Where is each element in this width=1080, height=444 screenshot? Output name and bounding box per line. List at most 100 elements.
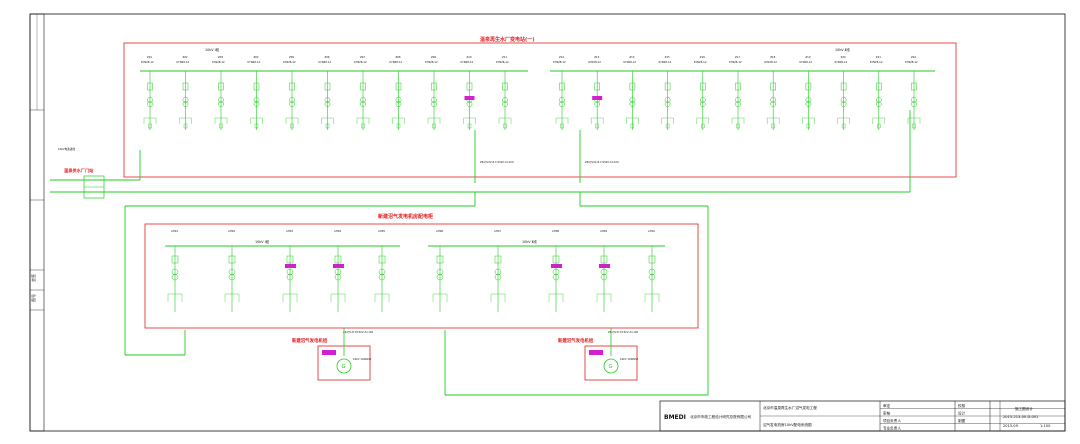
main-cabinet-spec: KYN28-12	[212, 60, 225, 64]
incoming-supply: 温泉供水厂门站 10kV电源进线	[50, 110, 911, 199]
main-cabinet-number: Z10	[467, 55, 472, 59]
drawing-date: 2015.09	[1003, 424, 1019, 428]
main-cabinet-number: Z01	[147, 55, 152, 59]
main-cabinet-spec: KYN28-12	[496, 60, 509, 64]
title-block-row-label: 设计	[958, 411, 966, 416]
sub-bus-label-right: 10kV Ⅱ段	[522, 239, 537, 244]
main-cabinet-spec: KYN28-12	[425, 60, 438, 64]
sub-cabinet: AH04	[330, 229, 346, 312]
generator-2-symbol-glyph: G	[609, 364, 613, 370]
main-panel-title: 温泉再生水厂变电站(一)	[480, 36, 535, 43]
sub-cable-right-label: ZR-YJV-8.7/15kV-3×120	[608, 330, 638, 334]
main-cabinet-spec: KYN28-12	[764, 60, 777, 64]
main-cabinet-spec: KYN28-12	[283, 60, 296, 64]
main-cabinet-group: Z01KYN28-12Z02KYN28-12Z03KYN28-12Z04KYN2…	[141, 55, 921, 130]
sub-cabinet: AH08	[548, 229, 564, 312]
main-cabinet-number: Z05	[289, 55, 294, 59]
main-cabinet-number: Z16	[700, 55, 705, 59]
main-cabinet-spec: KYN28-12	[553, 60, 566, 64]
sub-cabinet-number: AH03	[286, 229, 293, 233]
generator-2-symbol	[603, 358, 619, 374]
main-cabinet-spec: KYN28-12	[177, 60, 190, 64]
sub-cabinet-number: AH07	[494, 229, 501, 233]
sub-cabinet: AH09	[596, 229, 612, 312]
main-cabinet-number: Z11	[502, 55, 507, 59]
main-cabinet-spec: KYN28-12	[461, 60, 474, 64]
title-block-row-label: 项目负责人	[883, 418, 901, 423]
generator-2-rating: 10kV 1000kW	[620, 357, 639, 361]
generator-2-title: 新建沼气发电机组	[558, 337, 594, 344]
main-cabinet-number: Z18	[770, 55, 775, 59]
sub-cabinet: AH01	[167, 229, 183, 312]
main-cabinet-spec: KYN28-12	[623, 60, 636, 64]
main-cabinet-spec: KYN28-12	[835, 60, 848, 64]
main-cabinet-number: Z13	[594, 55, 599, 59]
main-cabinet-number: Z03	[218, 55, 223, 59]
sub-panel: 新建沼气发电机房配电柜 10kV Ⅰ段 10kV Ⅱ段 AH01 AH02 AH03…	[144, 213, 699, 334]
sub-cabinet-number: AH09	[600, 229, 607, 233]
main-cabinet-spec: KYN28-12	[694, 60, 707, 64]
main-panel-enclosure	[123, 42, 957, 178]
sub-cabinet-number: AH05	[378, 229, 385, 233]
company-name: 北京市市政工程设计研究总院有限公司	[690, 414, 751, 419]
main-cabinet-number: Z19	[805, 55, 810, 59]
title-block-row-label: 专业负责人	[883, 426, 901, 431]
main-panel: 温泉再生水厂变电站(一) 10kV Ⅰ段 10kV Ⅱ段 Z01KYN28-12…	[123, 36, 957, 178]
stage-value: 施工图设计	[1015, 406, 1033, 411]
sub-bus-label-left: 10kV Ⅰ段	[255, 239, 270, 244]
side-label-top: 会签	[30, 274, 36, 282]
sub-cabinet: AH07	[490, 229, 506, 312]
sub-cabinet-number: AH08	[552, 229, 559, 233]
title-block-row-label: 审定	[883, 403, 891, 408]
sub-cabinet-number: AH10	[648, 229, 655, 233]
side-label-bottom: 图号	[30, 294, 36, 302]
sub-cabinet: AH03	[282, 229, 298, 312]
generator-1-title: 新建沼气发电机组	[292, 337, 328, 344]
main-cable-left-label: ZR-YJV22-8.7/15kV-3×120	[480, 160, 514, 164]
sub-cabinet-number: AH01	[171, 229, 178, 233]
project-name: 北京市温泉再生水厂沼气发电工程	[763, 405, 817, 410]
main-cabinet-number: Z02	[183, 55, 188, 59]
main-cabinet-number: Z15	[665, 55, 670, 59]
main-cable-right-label: ZR-YJV22-8.7/15kV-3×120	[585, 160, 619, 164]
main-cabinet-spec: KYN28-12	[248, 60, 261, 64]
generator-2: 新建沼气发电机组 G 10kV 1000kW	[558, 328, 639, 381]
generator-1-symbol-glyph: G	[342, 364, 346, 370]
drawing-number: 2015-213-00-D-001	[1003, 415, 1038, 419]
main-cabinet-spec: KYN28-12	[141, 60, 154, 64]
sub-cabinet-group: AH01 AH02 AH03 AH04 AH05 AH06 AH07 AH08 AH09 AH10	[167, 229, 660, 312]
sub-panel-title: 新建沼气发电机房配电柜	[378, 213, 433, 220]
main-cabinet-number: Z14	[629, 55, 634, 59]
sub-cabinet-number: AH04	[334, 229, 341, 233]
sub-cabinet-number: AH02	[228, 229, 235, 233]
title-block-row-label: 审核	[883, 411, 891, 416]
company-logo-mark: BMEDI	[664, 414, 686, 421]
sub-cabinet: AH06	[432, 229, 448, 312]
main-cabinet-spec: KYN28-12	[319, 60, 332, 64]
title-block-row-label: 制图	[958, 418, 966, 423]
sub-cabinet-number: AH06	[436, 229, 443, 233]
main-cabinet-spec: KYN28-12	[799, 60, 812, 64]
main-cabinet-spec: KYN28-12	[905, 60, 918, 64]
sub-cable-left-label: ZR-YJV-8.7/15kV-3×120	[343, 330, 373, 334]
main-cabinet-spec: KYN28-12	[354, 60, 367, 64]
main-cabinet-number: Z04	[254, 55, 259, 59]
generator-1-symbol	[336, 358, 352, 374]
